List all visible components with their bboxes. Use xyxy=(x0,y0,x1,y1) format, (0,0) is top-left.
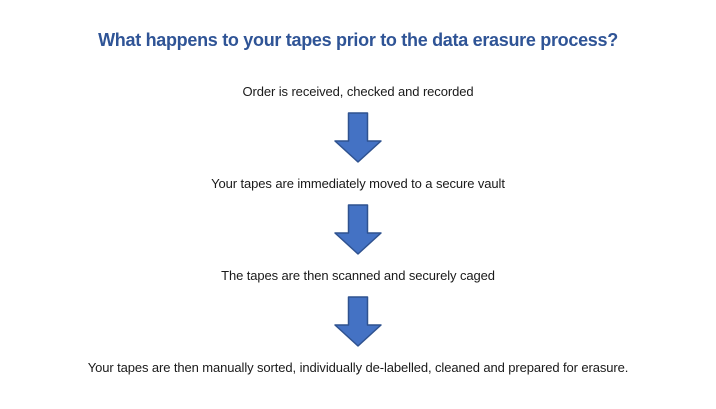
step-text-secure-vault: Your tapes are immediately moved to a se… xyxy=(211,176,505,191)
down-arrow-shape xyxy=(334,112,382,163)
down-arrow-shape xyxy=(334,296,382,347)
down-arrow-icon xyxy=(334,296,382,347)
process-flow: Order is received, checked and recorded … xyxy=(0,84,716,375)
down-arrow-icon xyxy=(334,112,382,163)
step-text-sorted-prepared: Your tapes are then manually sorted, ind… xyxy=(87,360,629,375)
down-arrow-shape xyxy=(334,204,382,255)
step-text-scanned-caged: The tapes are then scanned and securely … xyxy=(221,268,495,283)
step-text-order-received: Order is received, checked and recorded xyxy=(242,84,474,99)
down-arrow-icon xyxy=(334,204,382,255)
diagram-title: What happens to your tapes prior to the … xyxy=(98,30,618,50)
